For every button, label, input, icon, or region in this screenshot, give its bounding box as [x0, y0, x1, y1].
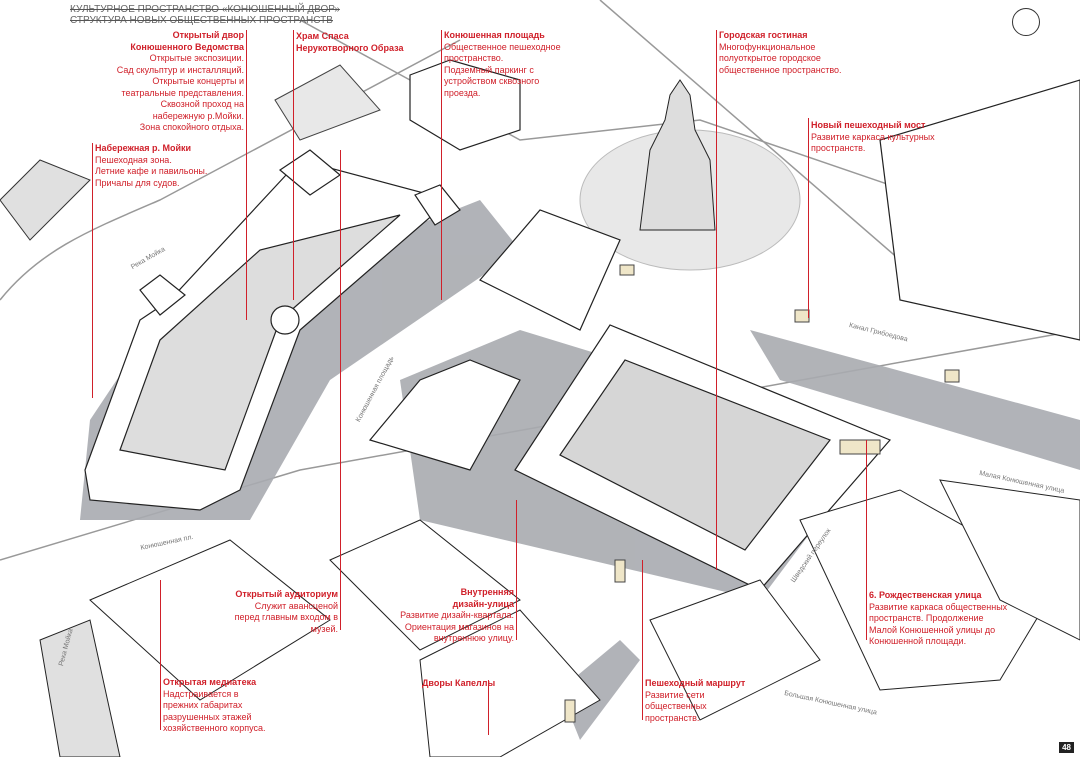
label-heading: Конюшенная площадь	[444, 30, 545, 40]
leader-line	[340, 150, 341, 630]
leader-line	[160, 580, 161, 730]
label-line: Развитие каркаса культурных	[811, 131, 935, 142]
label-line: Причалы для судов.	[95, 177, 180, 188]
label-open-auditorium: Открытый аудиториум Служит авансценой пе…	[235, 589, 338, 635]
label-line: Пешеходная зона.	[95, 154, 172, 165]
label-heading: 6. Рождественская улица	[869, 590, 982, 600]
label-line: проезда.	[444, 87, 481, 98]
label-line: Летние кафе и павильоны.	[95, 166, 208, 176]
leader-line	[246, 30, 247, 320]
label-line: Многофункциональное	[719, 41, 816, 52]
label-line: пространств.	[645, 712, 700, 723]
label-heading: Открытый двор	[172, 30, 244, 40]
bridges	[564, 264, 960, 723]
label-line: общественное пространство.	[719, 64, 842, 75]
label-heading: Городская гостиная	[719, 30, 808, 40]
leader-line	[808, 118, 809, 318]
page-title: КУЛЬТУРНОЕ ПРОСТРАНСТВО «КОНЮШЕННЫЙ ДВОР…	[70, 4, 340, 26]
label-line: Зона спокойного отдыха.	[139, 122, 244, 132]
leader-line	[92, 143, 93, 398]
label-line: Сквозной проход на	[160, 99, 244, 109]
leader-line	[516, 500, 517, 640]
label-heading: Храм Спаса	[296, 31, 349, 41]
label-line: Открытые концерты и	[152, 76, 244, 86]
label-city-lounge: Городская гостиная Многофункциональное п…	[719, 30, 842, 76]
label-line: пространств.	[811, 143, 866, 153]
label-heading: Открытый аудиториум	[235, 589, 338, 599]
label-open-media-library: Открытая медиатека Надстраивается в преж…	[163, 677, 266, 735]
central-block	[368, 59, 1080, 591]
label-heading: Открытая медиатека	[163, 677, 257, 687]
plot	[0, 159, 91, 241]
label-line: набережную р.Мойки.	[152, 110, 244, 121]
label-line: хозяйственного корпуса.	[163, 723, 266, 733]
label-heading: Новый пешеходный мост	[811, 120, 926, 130]
label-line: полуоткрытое городское	[719, 53, 821, 63]
leader-line	[866, 440, 867, 640]
label-heading: Конюшенного Ведомства	[130, 41, 244, 52]
label-line: устройством сквозного	[444, 76, 540, 86]
label-line: разрушенных этажей	[163, 711, 252, 722]
label-heading: Нерукотворного Образа	[296, 42, 404, 53]
label-line: внутреннюю улицу.	[433, 633, 514, 643]
label-line: музей.	[310, 623, 338, 634]
label-heading: дизайн-улица	[452, 598, 514, 609]
label-line: общественных	[645, 701, 707, 711]
page-number: 48	[1059, 742, 1074, 753]
leader-line	[488, 680, 489, 735]
north-arrow-icon	[1012, 8, 1040, 36]
church-silhouette	[639, 79, 716, 231]
label-konyushennaya-square: Конюшенная площадь Общественное пешеходн…	[444, 30, 561, 99]
title-line-1: КУЛЬТУРНОЕ ПРОСТРАНСТВО «КОНЮШЕННЫЙ ДВОР…	[70, 4, 340, 15]
title-line-2: СТРУКТУРА НОВЫХ ОБЩЕСТВЕННЫХ ПРОСТРАНСТВ	[70, 15, 333, 26]
leader-line	[716, 30, 717, 570]
label-heading: Набережная р. Мойки	[95, 143, 192, 153]
label-line: Подземный паркинг с	[444, 64, 534, 75]
label-line: Конюшенной площади.	[869, 636, 967, 646]
label-rozhdestvenskaya-street: 6. Рождественская улица Развитие каркаса…	[869, 590, 1007, 648]
city-blocks	[39, 479, 1080, 757]
label-church: Храм Спаса Нерукотворного Образа	[296, 31, 403, 54]
label-line: Общественное пешеходное	[444, 41, 561, 52]
label-moika-embankment: Набережная р. Мойки Пешеходная зона. Лет…	[95, 143, 207, 189]
label-line: Ориентация магазинов на	[404, 621, 514, 632]
label-heading: Дворы Капеллы	[422, 678, 496, 688]
label-line: Открытые экспозиции.	[149, 53, 244, 63]
label-line: Надстраивается в	[163, 688, 239, 699]
label-line: перед главным входом в	[234, 612, 338, 622]
label-line: прежних габаритах	[163, 700, 243, 710]
label-line: Малой Конюшенной улицы до	[869, 624, 996, 635]
square	[274, 64, 381, 141]
label-line: пространство.	[444, 53, 504, 63]
label-capella-yards: Дворы Капеллы	[422, 678, 495, 690]
label-heading: Пешеходный маршрут	[645, 678, 746, 688]
label-line: пространств. Продолжение	[869, 613, 984, 623]
label-design-street: Внутренняя дизайн-улица Развитие дизайн-…	[400, 587, 514, 645]
label-heading: Внутренняя	[460, 587, 514, 597]
label-line: Развитие дизайн-квартала.	[400, 610, 514, 620]
label-line: Сад скульптур и инсталляций.	[116, 64, 244, 75]
river-embankment	[0, 39, 461, 301]
leader-line	[642, 560, 643, 720]
label-line: Развитие каркаса общественных	[869, 601, 1008, 612]
leader-line	[293, 30, 294, 300]
label-line: Развитие сети	[645, 689, 705, 700]
label-pedestrian-route: Пешеходный маршрут Развитие сети обществ…	[645, 678, 745, 724]
label-line: Служит авансценой	[254, 600, 338, 611]
leader-line	[441, 30, 442, 300]
label-open-courtyard: Открытый двор Конюшенного Ведомства Откр…	[117, 30, 244, 134]
label-line: театральные представления.	[121, 87, 244, 98]
label-new-footbridge: Новый пешеходный мост Развитие каркаса к…	[811, 120, 935, 155]
